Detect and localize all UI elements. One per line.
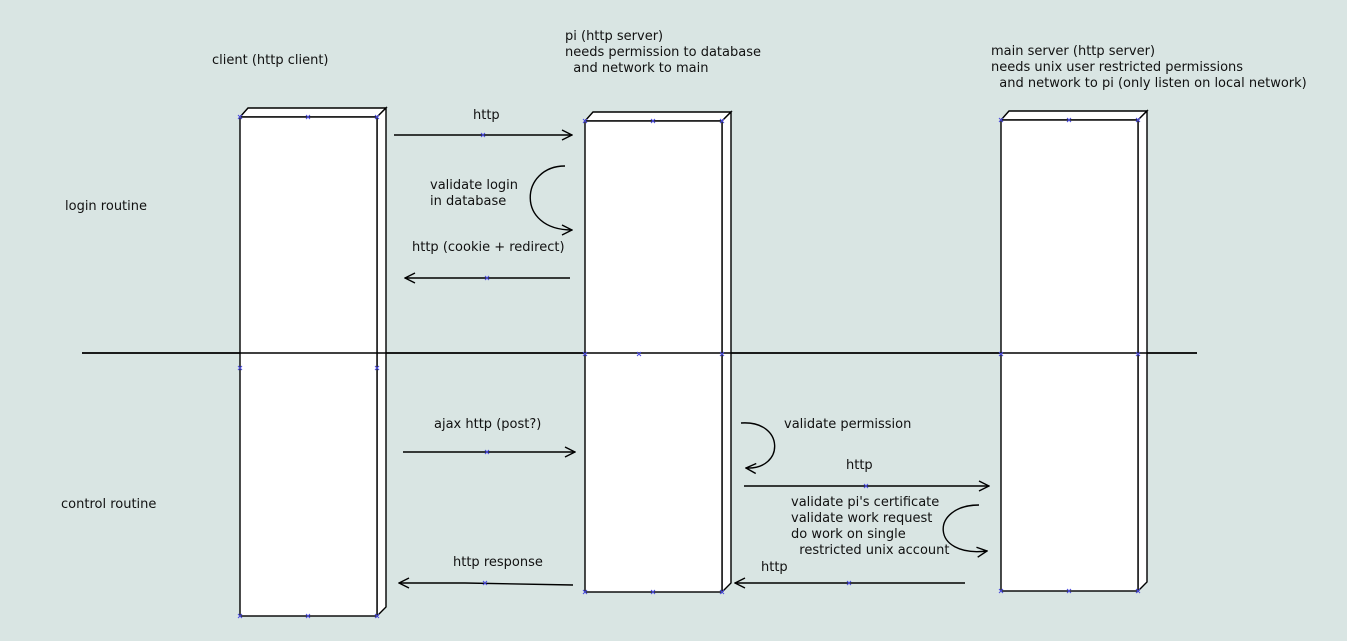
pi-actor-label: pi (http server) needs permission to dat… [565,29,761,76]
arrow-pi-to-client-response [399,583,574,585]
cookie-redirect-label: http (cookie + redirect) [412,240,565,255]
pi-lifeline [583,110,733,594]
client-lifeline [238,106,388,618]
main-to-pi-http-label: http [761,560,788,575]
login-http-label: http [473,108,500,123]
http-response-label: http response [453,555,543,570]
client-actor-label: client (http client) [212,53,329,68]
self-loop-validate-permission [740,422,776,468]
control-routine-label: control routine [61,497,157,512]
validate-login-label: validate login in database [430,178,518,209]
connection-point-markers [237,114,1141,619]
main-validation-label: validate pi's certificate validate work … [791,495,950,558]
validate-permission-label: validate permission [784,417,912,432]
login-routine-label: login routine [65,199,147,214]
main-server-lifeline [999,109,1149,593]
self-loop-validate-login [529,165,572,230]
ajax-http-label: ajax http (post?) [434,417,542,432]
self-loop-main-validation [942,504,987,552]
main-server-actor-label: main server (http server) needs unix use… [991,44,1307,91]
pi-to-main-http-label: http [846,458,873,473]
